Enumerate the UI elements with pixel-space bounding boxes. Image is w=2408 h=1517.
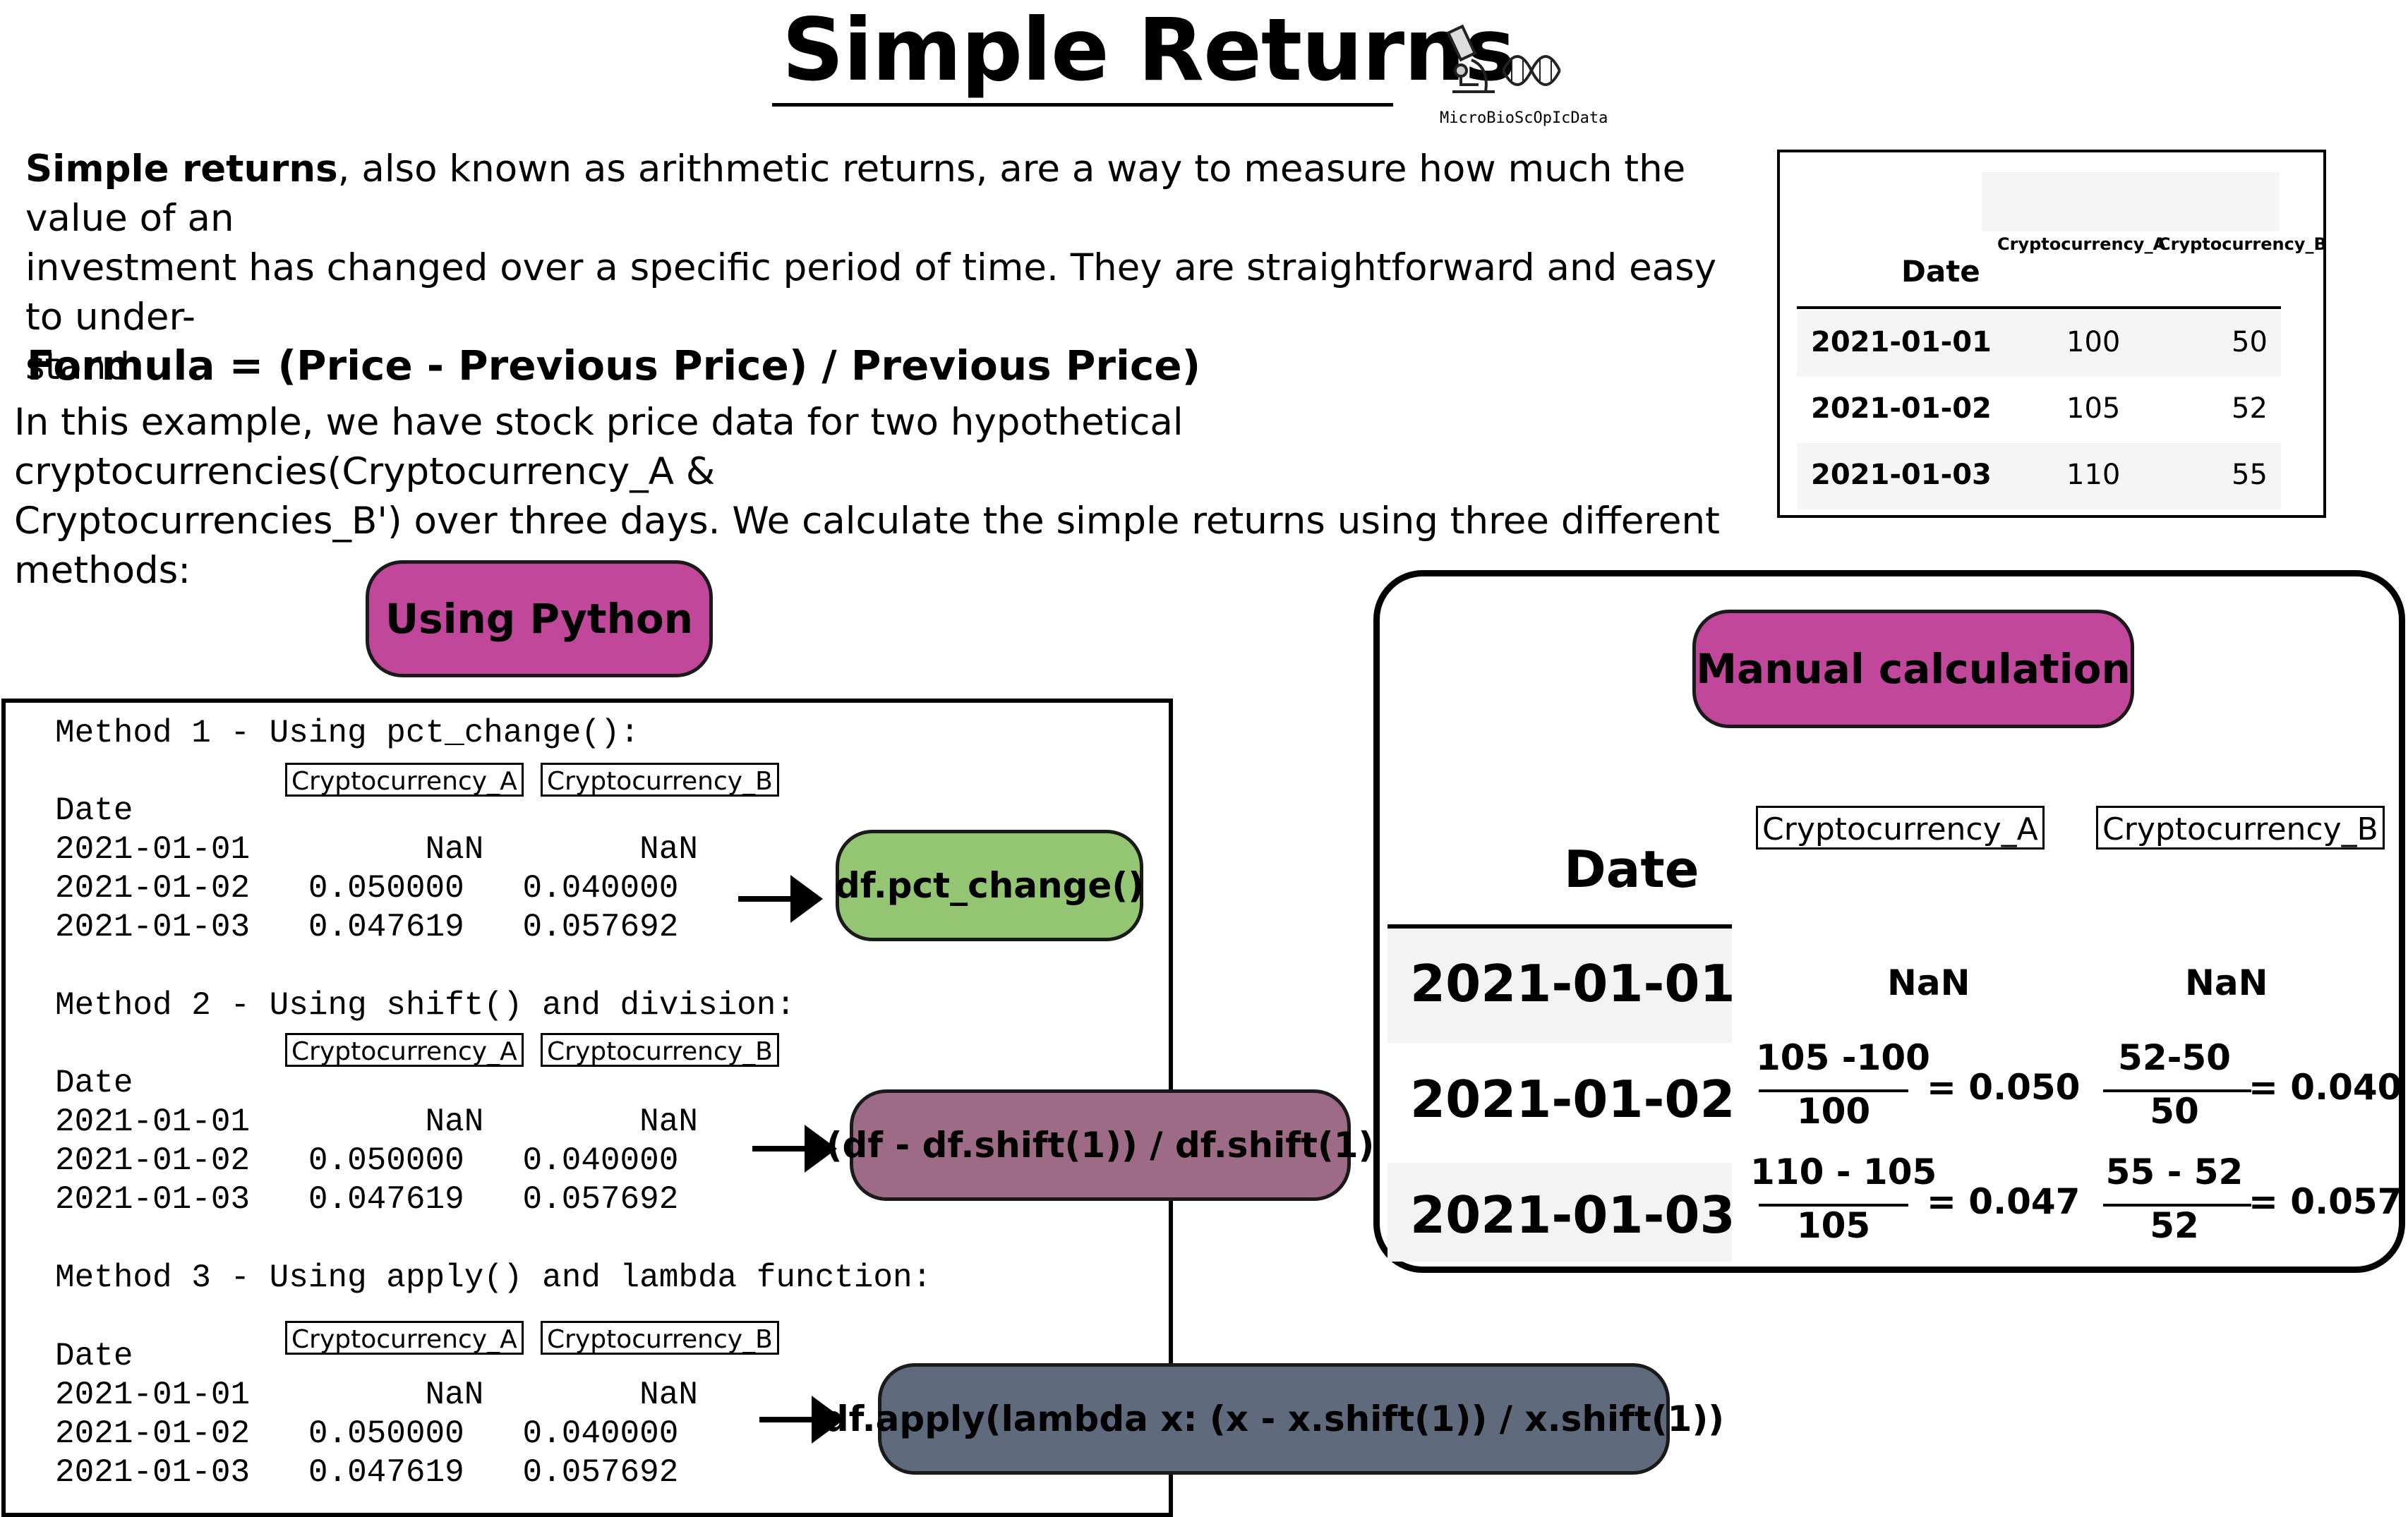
price-table-date: 2021-01-01 [1811, 326, 1992, 358]
arrow-right-icon [790, 875, 823, 923]
manual-col-a: Cryptocurrency_A [1756, 806, 2045, 850]
manual-date-header: Date [1564, 840, 1699, 899]
intro-line-3: stand. [25, 345, 142, 388]
price-table-header-shade [1982, 172, 2280, 231]
method-1-arrow [738, 896, 809, 902]
method-1-date-label: Date [55, 792, 133, 829]
manual-a-numerator: 110 - 105 [1750, 1152, 1937, 1192]
price-table-col-a: Cryptocurrency_A [1997, 234, 2167, 254]
method-3-row-1: 2021-01-01 NaN NaN [55, 1377, 698, 1413]
formula-text: Formula = (Price - Previous Price) / Pre… [27, 342, 1201, 389]
price-table-date-header: Date [1901, 254, 1980, 289]
price-data-table [1777, 150, 2326, 518]
shift-division-pill: (df - df.shift(1)) / df.shift(1) [826, 1089, 1374, 1201]
price-table-a: 100 [2066, 326, 2121, 358]
example-line-1: In this example, we have stock price dat… [14, 401, 1184, 493]
manual-a-denominator: 100 [1796, 1091, 1871, 1132]
price-table-b: 52 [2232, 392, 2268, 425]
price-table-date: 2021-01-03 [1811, 459, 1992, 491]
manual-b-denominator: 52 [2150, 1205, 2199, 1246]
method-1-row-1: 2021-01-01 NaN NaN [55, 831, 698, 868]
method-2-date-label: Date [55, 1065, 133, 1101]
manual-b-result: = 0.057 [2249, 1181, 2402, 1222]
logo-caption: MicroBioScOpIcData [1440, 109, 1608, 127]
table-row [1797, 310, 2281, 377]
table-row [1797, 443, 2281, 509]
price-table-date: 2021-01-02 [1811, 392, 1992, 425]
manual-date: 2021-01-03 [1410, 1185, 1735, 1245]
price-table-a: 105 [2066, 392, 2121, 425]
manual-a-result: = 0.050 [1927, 1067, 2081, 1108]
manual-date: 2021-01-01 [1410, 954, 1735, 1013]
title-underline [772, 103, 1393, 107]
table-row [1387, 1163, 1732, 1262]
manual-a-numerator: 105 -100 [1756, 1037, 1930, 1078]
fraction-bar [2103, 1204, 2251, 1207]
method-2-col-a: Cryptocurrency_A [285, 1033, 524, 1067]
method-3-row-2: 2021-01-02 0.050000 0.040000 [55, 1415, 679, 1452]
method-3-date-label: Date [55, 1338, 133, 1374]
method-3-row-3: 2021-01-03 0.047619 0.057692 [55, 1454, 679, 1491]
intro-line-2: investment has changed over a specific p… [25, 246, 1717, 339]
manual-b-nan: NaN [2185, 962, 2268, 1003]
manual-a-nan: NaN [1887, 962, 1970, 1003]
price-table-rule [1797, 306, 2281, 309]
using-python-pill: Using Python [366, 560, 713, 677]
intro-paragraph: Simple returns, also known as arithmetic… [25, 145, 1733, 392]
arrow-right-icon [812, 1396, 844, 1444]
method-2-arrow [752, 1146, 823, 1152]
example-line-2: Cryptocurrencies_B') over three days. We… [14, 500, 1720, 592]
price-table-b: 50 [2232, 326, 2268, 358]
example-paragraph: In this example, we have stock price dat… [14, 398, 1778, 596]
manual-b-denominator: 50 [2150, 1091, 2199, 1132]
method-3-col-a: Cryptocurrency_A [285, 1321, 524, 1355]
manual-b-numerator: 52-50 [2118, 1037, 2231, 1078]
method-2-title: Method 2 - Using shift() and division: [55, 987, 795, 1024]
method-3-col-b: Cryptocurrency_B [541, 1321, 779, 1355]
manual-b-result: = 0.040 [2249, 1067, 2402, 1108]
manual-date: 2021-01-02 [1410, 1070, 1735, 1129]
manual-calculation-pill: Manual calculation [1692, 610, 2134, 728]
fraction-bar [2103, 1089, 2251, 1092]
table-row [1387, 930, 1732, 1043]
manual-a-result: = 0.047 [1927, 1181, 2081, 1222]
method-2-row-3: 2021-01-03 0.047619 0.057692 [55, 1181, 679, 1218]
apply-lambda-pill: df.apply(lambda x: (x - x.shift(1)) / x.… [824, 1363, 1724, 1475]
arrow-right-icon [805, 1125, 837, 1173]
pct-change-pill: df.pct_change() [835, 830, 1144, 941]
method-1-col-b: Cryptocurrency_B [541, 763, 779, 797]
manual-a-denominator: 105 [1796, 1205, 1871, 1246]
method-2-row-1: 2021-01-01 NaN NaN [55, 1104, 698, 1140]
manual-col-b: Cryptocurrency_B [2096, 806, 2385, 850]
method-3-title: Method 3 - Using apply() and lambda func… [55, 1259, 932, 1296]
method-3-arrow [759, 1417, 830, 1422]
fraction-bar [1759, 1204, 1908, 1207]
method-1-row-2: 2021-01-02 0.050000 0.040000 [55, 870, 679, 907]
microscope-dna-logo-icon [1446, 24, 1561, 93]
method-1-title: Method 1 - Using pct_change(): [55, 715, 640, 751]
page-title: Simple Returns [782, 0, 1516, 100]
price-table-a: 110 [2066, 459, 2121, 491]
price-table-b: 55 [2232, 459, 2268, 491]
intro-bold-term: Simple returns [25, 147, 338, 191]
manual-b-numerator: 55 - 52 [2105, 1152, 2244, 1192]
method-2-row-2: 2021-01-02 0.050000 0.040000 [55, 1142, 679, 1179]
method-2-col-b: Cryptocurrency_B [541, 1033, 779, 1067]
method-1-col-a: Cryptocurrency_A [285, 763, 524, 797]
manual-header-rule [1387, 924, 1732, 929]
price-table-col-b: Cryptocurrency_B [2158, 234, 2327, 254]
intro-line-1: , also known as arithmetic returns, are … [25, 147, 1686, 240]
method-1-row-3: 2021-01-03 0.047619 0.057692 [55, 909, 679, 945]
fraction-bar [1759, 1089, 1908, 1092]
